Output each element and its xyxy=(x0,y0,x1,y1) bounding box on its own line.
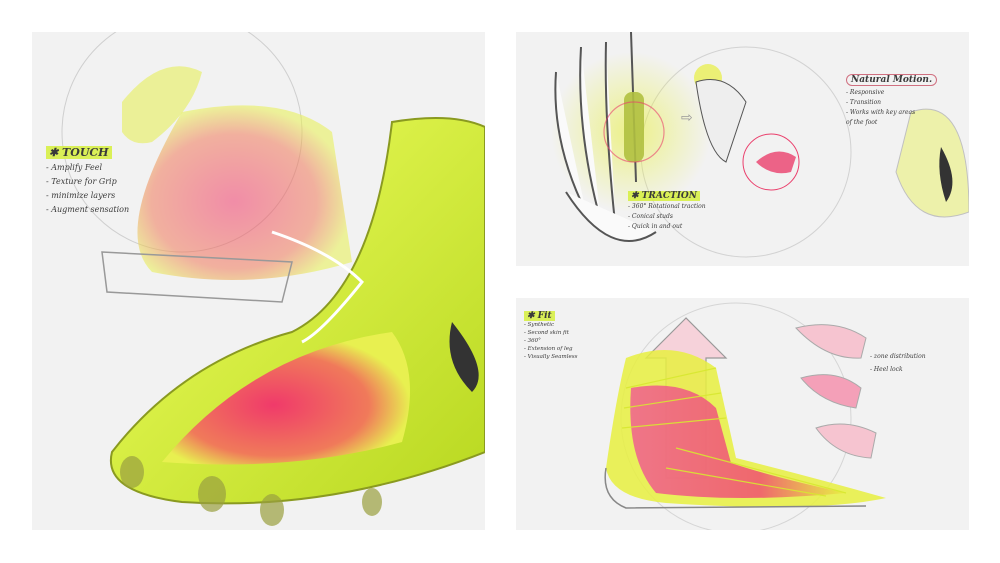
traction-item: - 360° Rotational traction xyxy=(628,203,706,210)
fit-side-item: - zone distribution xyxy=(870,353,926,360)
natural-motion-item: - Transition xyxy=(846,99,882,106)
fit-item: - Second skin fit xyxy=(524,330,569,336)
natural-motion-title: Natural Motion. xyxy=(846,74,938,86)
traction-notes: ✱ TRACTION - 360° Rotational traction - … xyxy=(628,191,706,232)
traction-sketch-panel: ⇨ ✱ TRACTION - 360° Rotational traction … xyxy=(516,32,969,266)
fit-item: - 360° xyxy=(524,338,541,344)
traction-item: - Conical studs xyxy=(628,213,673,220)
fit-title: ✱ Fit xyxy=(524,311,555,321)
traction-title: ✱ TRACTION xyxy=(628,191,700,201)
skeleton-stud-sketch: ⇨ xyxy=(551,32,969,258)
natural-motion-item: - Works with key areas xyxy=(846,109,916,116)
touch-notes: ✱ TOUCH - Amplify Feel - Texture for Gri… xyxy=(46,146,129,217)
touch-title: ✱ TOUCH xyxy=(46,146,112,159)
touch-item: - Augment sensation xyxy=(46,205,130,214)
fit-item: - Visually Seamless xyxy=(524,354,578,360)
fit-item: - Synthetic xyxy=(524,322,555,328)
fit-side-notes: - zone distribution - Heel lock xyxy=(870,350,926,376)
boot-collar-sketch xyxy=(61,32,485,526)
traction-item: - Quick in and out xyxy=(628,223,683,230)
fit-side-item: - Heel lock xyxy=(870,366,903,373)
svg-text:⇨: ⇨ xyxy=(681,110,693,126)
touch-sketch-panel: ✱ TOUCH - Amplify Feel - Texture for Gri… xyxy=(32,32,485,530)
fit-boot-sketch xyxy=(604,302,886,530)
natural-motion-item: of the foot xyxy=(846,119,878,126)
fit-item: - Extension of leg xyxy=(524,346,573,352)
touch-item: - minimize layers xyxy=(46,191,116,200)
touch-item: - Amplify Feel xyxy=(46,163,103,172)
natural-motion-item: - Responsive xyxy=(846,89,885,96)
touch-item: - Texture for Grip xyxy=(46,177,117,186)
fit-sketch-panel: ✱ Fit - Synthetic - Second skin fit - 36… xyxy=(516,298,969,530)
fit-notes: ✱ Fit - Synthetic - Second skin fit - 36… xyxy=(524,311,578,361)
natural-motion-notes: Natural Motion. - Responsive - Transitio… xyxy=(846,74,938,128)
